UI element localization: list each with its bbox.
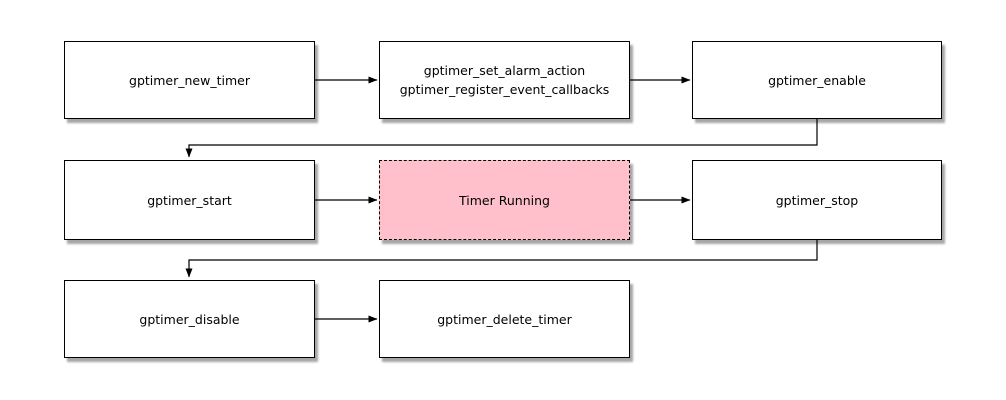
node-gptimer-start: gptimer_start bbox=[64, 160, 315, 240]
node-gptimer-enable: gptimer_enable bbox=[692, 41, 942, 119]
node-timer-running-state: Timer Running bbox=[379, 160, 630, 240]
node-label-line2: gptimer_register_event_callbacks bbox=[399, 82, 610, 97]
node-label-line1: gptimer_set_alarm_action bbox=[423, 63, 586, 78]
connector-stop-to-disable bbox=[185, 240, 818, 278]
node-label: gptimer_new_timer bbox=[129, 72, 250, 88]
node-label: gptimer_start bbox=[147, 192, 232, 208]
node-label: gptimer_enable bbox=[768, 72, 866, 88]
node-gptimer-disable: gptimer_disable bbox=[64, 280, 315, 358]
connector-enable-to-start bbox=[185, 119, 818, 158]
node-gptimer-delete-timer: gptimer_delete_timer bbox=[379, 280, 630, 358]
node-label: Timer Running bbox=[459, 192, 550, 208]
node-label: gptimer_stop bbox=[775, 192, 859, 208]
node-gptimer-stop: gptimer_stop bbox=[692, 160, 942, 240]
node-gptimer-set-alarm-action: gptimer_set_alarm_action gptimer_registe… bbox=[379, 41, 630, 119]
node-label: gptimer_delete_timer bbox=[437, 311, 572, 327]
node-gptimer-new-timer: gptimer_new_timer bbox=[64, 41, 315, 119]
node-label: gptimer_disable bbox=[139, 311, 240, 327]
